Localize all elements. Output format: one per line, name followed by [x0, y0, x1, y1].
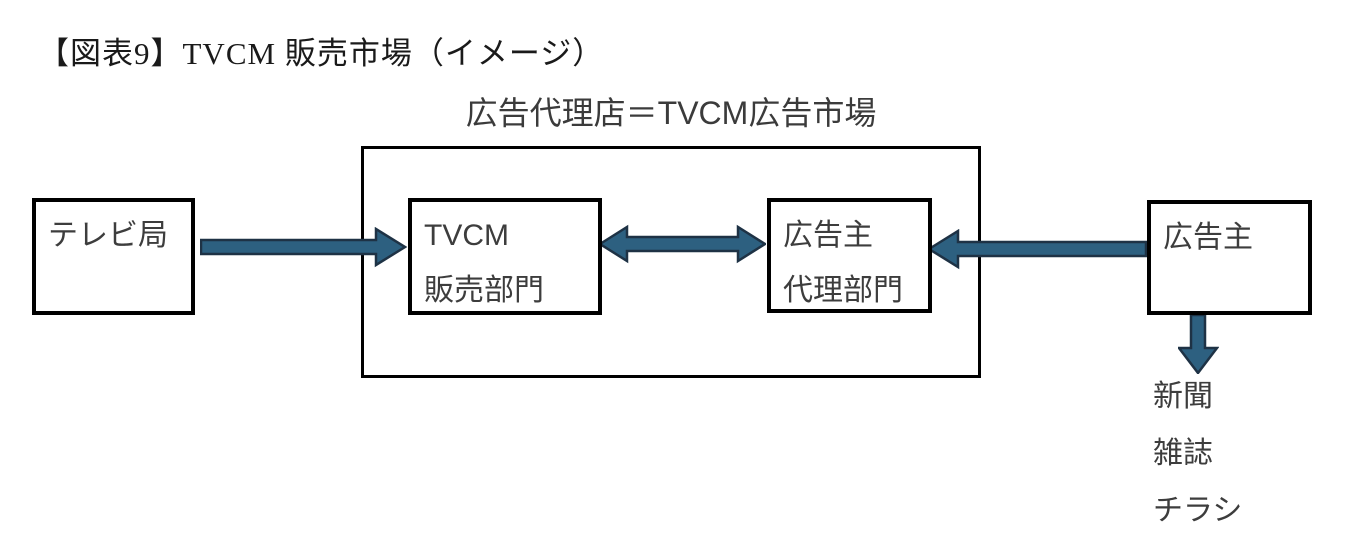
- node-label-line2: 代理部門: [783, 274, 903, 307]
- print-media-item-flyer: チラシ: [1153, 494, 1243, 527]
- agency-market-group-box: [361, 146, 981, 378]
- node-label-line1: TVCM: [424, 219, 509, 252]
- agency-market-label: 広告代理店＝TVCM広告市場: [465, 95, 877, 131]
- print-media-item-magazine: 雑誌: [1153, 437, 1213, 470]
- arrow-tvcm-sales-advertiser-agency-double-arrow-icon: [599, 224, 766, 264]
- node-advertiser: 広告主: [1147, 200, 1312, 315]
- page-title: 【図表9】TVCM 販売市場（イメージ）: [38, 36, 605, 71]
- arrow-advertiser-to-advertiser-agency-left-arrow-icon: [928, 229, 1147, 270]
- node-advertiser-agency-division: 広告主 代理部門: [767, 198, 932, 313]
- arrow-advertiser-to-print-media-down-arrow-icon: [1178, 314, 1219, 374]
- print-media-item-newspaper: 新聞: [1153, 380, 1213, 413]
- arrow-tv-station-to-tvcm-sales-right-arrow-icon: [200, 227, 407, 268]
- node-label-line2: 販売部門: [424, 274, 544, 307]
- node-label-line1: 広告主: [783, 219, 873, 252]
- node-tv-station: テレビ局: [32, 198, 195, 315]
- node-tvcm-sales-division: TVCM 販売部門: [408, 198, 602, 315]
- node-label: 広告主: [1163, 221, 1253, 254]
- node-label: テレビ局: [48, 219, 168, 252]
